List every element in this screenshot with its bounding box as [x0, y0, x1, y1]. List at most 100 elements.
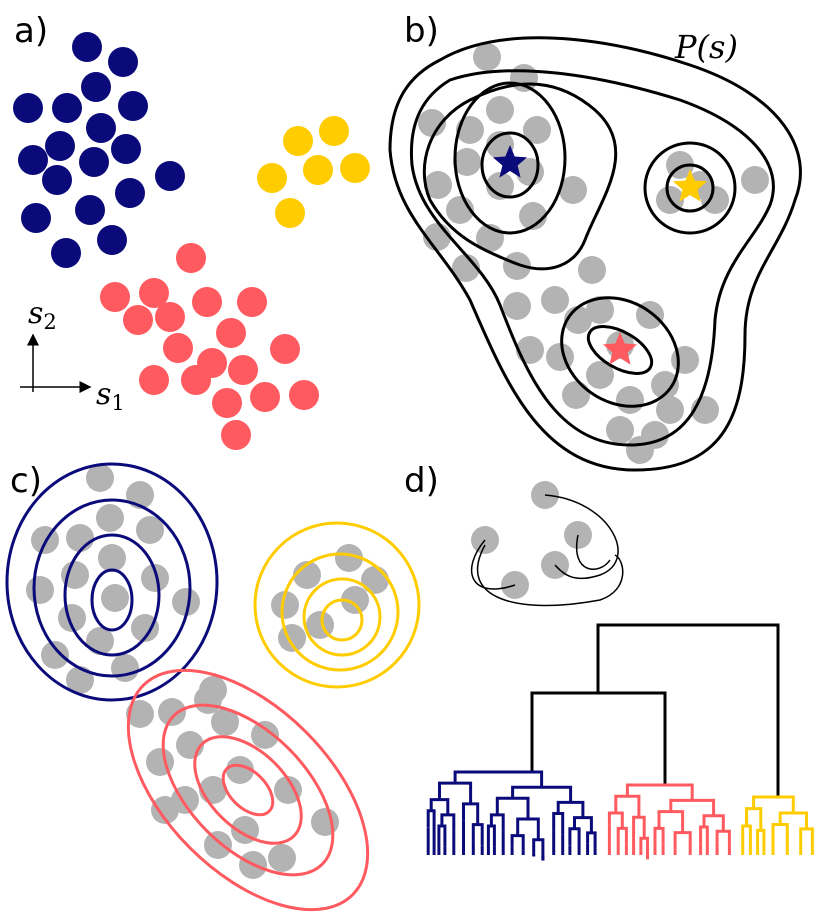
red-point-11	[139, 365, 169, 395]
red-merge-4	[607, 811, 624, 829]
blue-point-15	[21, 203, 51, 233]
gray-point-5	[523, 116, 551, 144]
panel-b-density: P(s)	[388, 28, 802, 472]
blue-merge-38	[556, 800, 585, 818]
blue-point-14	[75, 195, 105, 225]
gray-point-11	[559, 176, 587, 204]
gray-point-23	[341, 586, 369, 614]
gray-point-21	[361, 566, 389, 594]
gray-point-30	[616, 386, 644, 414]
x-axis-label: s1	[96, 377, 125, 415]
red-point-2	[139, 278, 169, 308]
blue-point-11	[155, 161, 185, 191]
blue-point-7	[45, 131, 75, 161]
panel-label-d: d)	[404, 461, 439, 501]
gray-point-35	[274, 776, 302, 804]
gray-point-10	[486, 172, 514, 200]
gray-point-27	[126, 700, 154, 728]
gray-point-26	[194, 686, 222, 714]
panel-label-b: b)	[404, 11, 439, 51]
gray-points	[26, 464, 389, 879]
red-merge-16	[673, 831, 692, 854]
gray-point-8	[141, 564, 169, 592]
gray-point-9	[424, 171, 452, 199]
gray-point-26	[546, 343, 574, 371]
dendrogram	[426, 623, 814, 861]
contour-outer-1	[388, 36, 802, 472]
gray-point-29	[211, 708, 239, 736]
gray-point-28	[586, 361, 614, 389]
yellow-point-0	[283, 126, 313, 156]
gray-point-41	[268, 844, 296, 872]
red-gaussian-contours	[126, 668, 370, 912]
red-point-14	[289, 380, 319, 410]
red-point-9	[270, 334, 300, 364]
blue-point-5	[118, 91, 148, 121]
red-point-16	[250, 382, 280, 412]
red-point-1	[100, 282, 130, 312]
gray-point-22	[271, 591, 299, 619]
gray-point-3	[418, 109, 446, 137]
contour-yellow-inner	[665, 163, 715, 213]
blue-merge-37	[573, 816, 593, 833]
gray-point-32	[146, 748, 174, 776]
gray-point-40	[204, 831, 232, 859]
gray-point-21	[586, 296, 614, 324]
yellow-merge-9	[771, 823, 789, 847]
yellow-point-5	[275, 198, 305, 228]
dendrogram-mid-link	[530, 691, 667, 785]
red-merge-23	[715, 829, 731, 847]
gray-point-29	[651, 371, 679, 399]
yellow-merge-14	[752, 795, 795, 813]
contour-outer-2	[409, 69, 775, 447]
gray-point-0	[473, 43, 501, 71]
red-point-4	[237, 287, 267, 317]
gray-point-16	[111, 654, 139, 682]
red-point-12	[228, 355, 258, 385]
gray-point-0	[86, 464, 114, 492]
blue-point-9	[18, 145, 48, 175]
gray-point-13	[131, 614, 159, 642]
panel-a-clusters: s2 s1	[13, 32, 370, 450]
gray-point-32	[656, 396, 684, 424]
yellow-star	[672, 169, 708, 202]
blue-merge-22	[510, 834, 525, 851]
gray-point-12	[58, 604, 86, 632]
blue-merge-13	[462, 802, 480, 825]
blue-star	[492, 145, 528, 178]
red-point-15	[212, 388, 242, 418]
panel-d-hierarchical	[426, 481, 814, 861]
gray-point-11	[172, 588, 200, 616]
blue-point-1	[108, 47, 138, 77]
gray-point-16	[503, 252, 531, 280]
yellow-point-3	[340, 153, 370, 183]
red-point-8	[163, 333, 193, 363]
red-merge-9	[632, 815, 646, 839]
dendrogram-top-link	[596, 623, 780, 797]
density-contours	[388, 36, 802, 472]
gray-point-37	[151, 796, 179, 824]
blue-point-0	[72, 32, 102, 62]
gray-point-24	[516, 336, 544, 364]
blue-point-12	[42, 165, 72, 195]
blue-gaussian-contours	[5, 462, 219, 702]
gray-point-7	[453, 148, 481, 176]
red-point-7	[216, 318, 246, 348]
gray-point-4	[456, 116, 484, 144]
blue-point-16	[97, 225, 127, 255]
gray-point-4	[66, 524, 94, 552]
gray-point-15	[41, 641, 69, 669]
gray-point-34	[606, 416, 634, 444]
linkage-curves	[470, 494, 624, 607]
yellow-gaussian-contours	[253, 521, 421, 689]
mixture-ellipses	[5, 462, 421, 912]
gray-point-1	[510, 64, 538, 92]
panel-c-gaussian-mixture	[5, 462, 421, 912]
gray-point-25	[278, 624, 306, 652]
axes-indicator: s2 s1	[20, 296, 125, 415]
gray-point-19	[503, 292, 531, 320]
red-star	[602, 332, 638, 365]
blue-point-3	[13, 93, 43, 123]
blue-point-17	[51, 238, 81, 268]
